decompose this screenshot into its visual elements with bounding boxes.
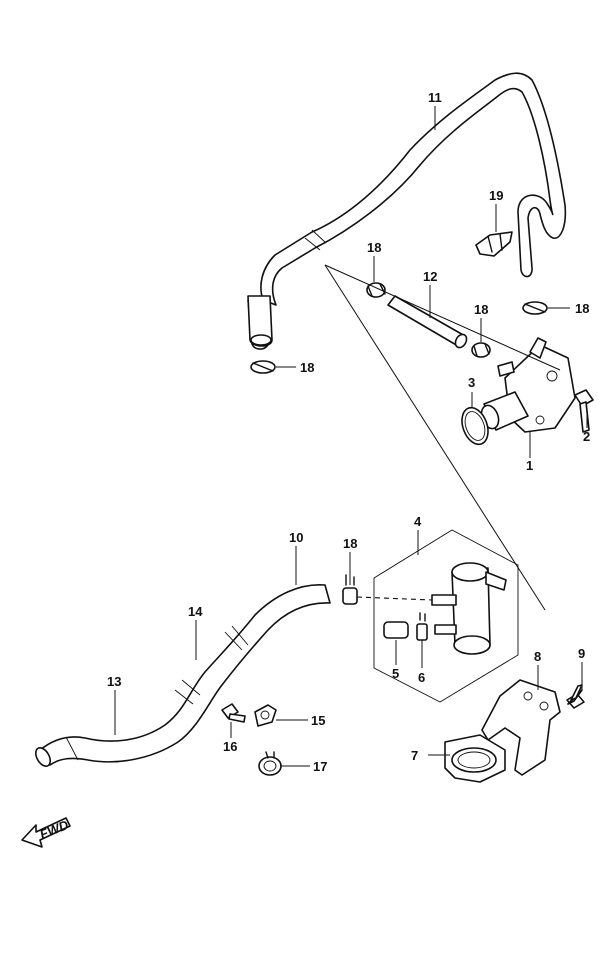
hose-11-end [247,295,273,347]
callout-leaders [114,106,588,767]
callout-18: 18 [575,301,589,316]
valve-1 [480,337,576,433]
callout-18: 18 [343,536,357,551]
bolt-9 [566,684,585,709]
callout-7: 7 [411,748,418,763]
callout-17: 17 [313,759,327,774]
clip-19 [475,231,513,257]
hose-10-14-13 [34,584,331,767]
callout-18: 18 [474,302,488,317]
callout-5: 5 [392,666,399,681]
clamp-17 [258,751,282,776]
detail-leader-lines [324,264,561,611]
callout-18: 18 [300,360,314,375]
bolt-2 [574,389,594,433]
bolt-16 [221,703,246,723]
callout-12: 12 [423,269,437,284]
callout-11: 11 [428,90,442,105]
clamp-18-right [522,301,548,315]
callout-9: 9 [578,646,585,661]
holder-7 [444,734,506,783]
callout-14: 14 [188,604,203,619]
fwd-marker: FWD [21,817,72,848]
callout-3: 3 [468,375,475,390]
callout-13: 13 [107,674,121,689]
callout-6: 6 [418,670,425,685]
callout-2: 2 [583,429,590,444]
callout-19: 19 [489,188,503,203]
hose-12 [387,295,468,349]
filter-box-4 [373,529,519,703]
callout-4: 4 [414,514,422,529]
clamp-18-mid [471,342,491,358]
fwd-label: FWD [38,817,72,842]
callout-labels: 11 19 18 12 18 18 18 3 2 1 4 10 18 14 13… [107,90,590,774]
callout-15: 15 [311,713,325,728]
callout-16: 16 [223,739,237,754]
callout-18: 18 [367,240,381,255]
forward-arrow-icon [21,817,71,848]
o-ring-3 [461,406,489,446]
clamp-18-lower [342,574,358,605]
clamp-18-left [250,360,276,374]
clip-15 [254,704,277,727]
callout-8: 8 [534,649,541,664]
dashed-connector [356,596,433,601]
callout-10: 10 [289,530,303,545]
callout-1: 1 [526,458,533,473]
clamp-18-top [366,282,386,298]
